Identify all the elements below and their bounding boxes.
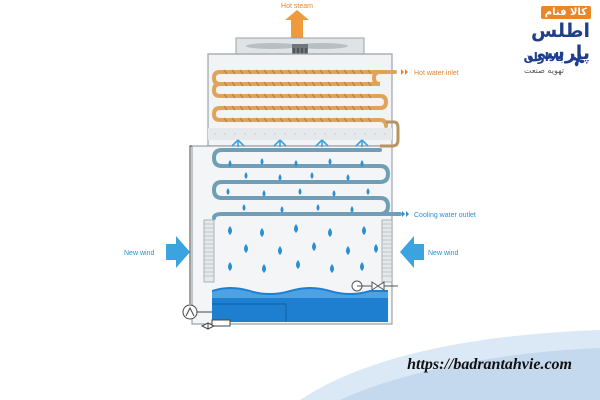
right-wind-arrow (400, 236, 424, 268)
cooling-coil (211, 148, 402, 220)
water-drops (226, 158, 378, 273)
right-louver (381, 219, 393, 283)
footer-wave-dark (340, 348, 600, 400)
label-cooling-water-outlet: Cooling water outlet (414, 212, 476, 219)
brand-sub-name: باداران (523, 50, 564, 64)
water-surface-highlight (212, 289, 388, 298)
fan-logo-icon (571, 53, 585, 67)
spray-distribution-band (208, 128, 392, 140)
label-new-wind-left: New wind (124, 250, 154, 257)
brand-tag: کالا فنام (540, 6, 591, 19)
transfer-pipe (380, 120, 400, 148)
tower-lower-shell (191, 145, 393, 325)
hot-coil-hatch (223, 69, 372, 123)
spray-nozzles (231, 139, 369, 147)
left-louver (203, 219, 215, 283)
steam-arrow (285, 10, 309, 38)
brand-tagline: تهویه صنعت (523, 66, 564, 75)
recirculation-pump (182, 145, 231, 330)
band-texture (214, 133, 386, 135)
left-wind-arrow (166, 236, 190, 268)
hot-inlet-arrow (401, 69, 408, 75)
basin-partition (212, 303, 287, 322)
float-valve (351, 280, 398, 292)
label-hot-steam: Hot steam (281, 3, 313, 10)
label-hot-water-inlet: Hot water inlet (414, 70, 459, 77)
label-new-wind-right: New wind (428, 250, 458, 257)
footer-url-link[interactable]: https://badrantahvie.com (407, 356, 572, 373)
cool-outlet-arrow (402, 211, 409, 217)
brand-logo: کالا فنام اطلس پارسی باداران تهویه صنعت (498, 6, 594, 76)
